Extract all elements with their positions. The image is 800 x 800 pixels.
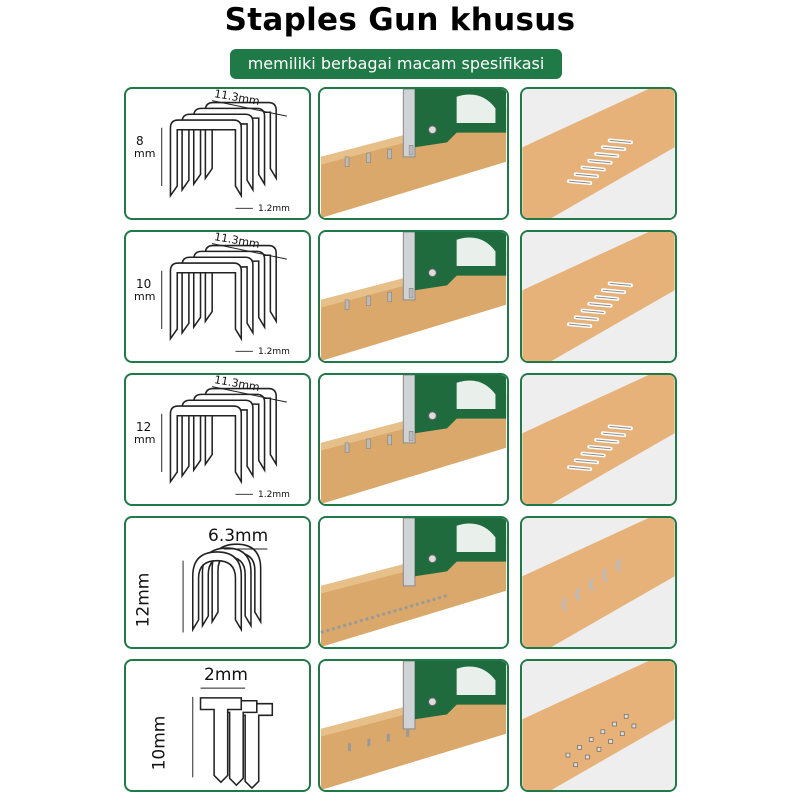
stapler-usage-panel — [318, 87, 509, 220]
staple-spec-panel: 11.3mm 10 mm 1.2mm — [124, 230, 311, 363]
height-label: 12mm — [133, 572, 154, 628]
stapler-usage-panel — [318, 230, 509, 363]
wood-board-closeup-photo — [522, 661, 675, 790]
stapler-usage-panel — [318, 373, 509, 506]
stapler-on-wood-photo — [320, 518, 507, 647]
staple-spec-panel: 11.3mm 12 mm 1.2mm — [124, 373, 311, 506]
wire-label: 1.2mm — [258, 347, 290, 357]
staple-spec-panel: 6.3mm 12mm — [124, 516, 311, 649]
u-staple-diagram — [182, 543, 268, 633]
stapler-on-wood-photo — [320, 89, 507, 218]
wire-label: 1.2mm — [258, 204, 290, 214]
result-closeup-panel — [520, 373, 677, 506]
flat-staple-diagram — [161, 386, 287, 495]
height-unit: mm — [134, 290, 156, 303]
stapler-body — [402, 518, 416, 587]
flat-staple-diagram — [161, 100, 287, 209]
stapler-on-wood-photo — [320, 661, 507, 790]
stapler-body — [402, 661, 416, 730]
height-unit: mm — [134, 147, 156, 160]
stapler-on-wood-photo — [320, 375, 507, 504]
page-title: Staples Gun khusus — [224, 2, 576, 38]
wood-board — [522, 518, 675, 647]
wood-board — [320, 394, 507, 504]
result-closeup-panel — [520, 516, 677, 649]
width-label: 2mm — [204, 665, 248, 685]
height-unit: mm — [134, 433, 156, 446]
stapler-usage-panel — [318, 516, 509, 649]
subtitle-badge: memiliki berbagai macam spesifikasi — [230, 49, 562, 79]
wood-board-closeup-photo — [522, 518, 675, 647]
wood-board — [522, 661, 675, 790]
t-nail-diagram — [192, 687, 274, 790]
result-closeup-panel — [520, 87, 677, 220]
staple-spec-panel: 11.3mm 8 mm 1.2mm — [124, 87, 311, 220]
wood-board — [320, 680, 507, 790]
flat-staple-diagram — [161, 243, 287, 352]
wood-board — [320, 251, 507, 361]
wood-board-closeup-photo — [522, 232, 675, 361]
result-closeup-panel — [520, 659, 677, 792]
height-value: 10 — [136, 277, 152, 291]
width-label: 6.3mm — [208, 526, 269, 546]
height-value: 8 — [136, 134, 144, 148]
wire-label: 1.2mm — [258, 490, 290, 500]
wood-board-closeup-photo — [522, 375, 675, 504]
stapler-usage-panel — [318, 659, 509, 792]
height-value: 12 — [136, 420, 152, 434]
result-closeup-panel — [520, 230, 677, 363]
staple-spec-panel: 2mm 10mm — [124, 659, 311, 792]
stapler-on-wood-photo — [320, 232, 507, 361]
wood-board-closeup-photo — [522, 89, 675, 218]
height-label: 10mm — [149, 715, 170, 771]
wood-board — [320, 108, 507, 218]
